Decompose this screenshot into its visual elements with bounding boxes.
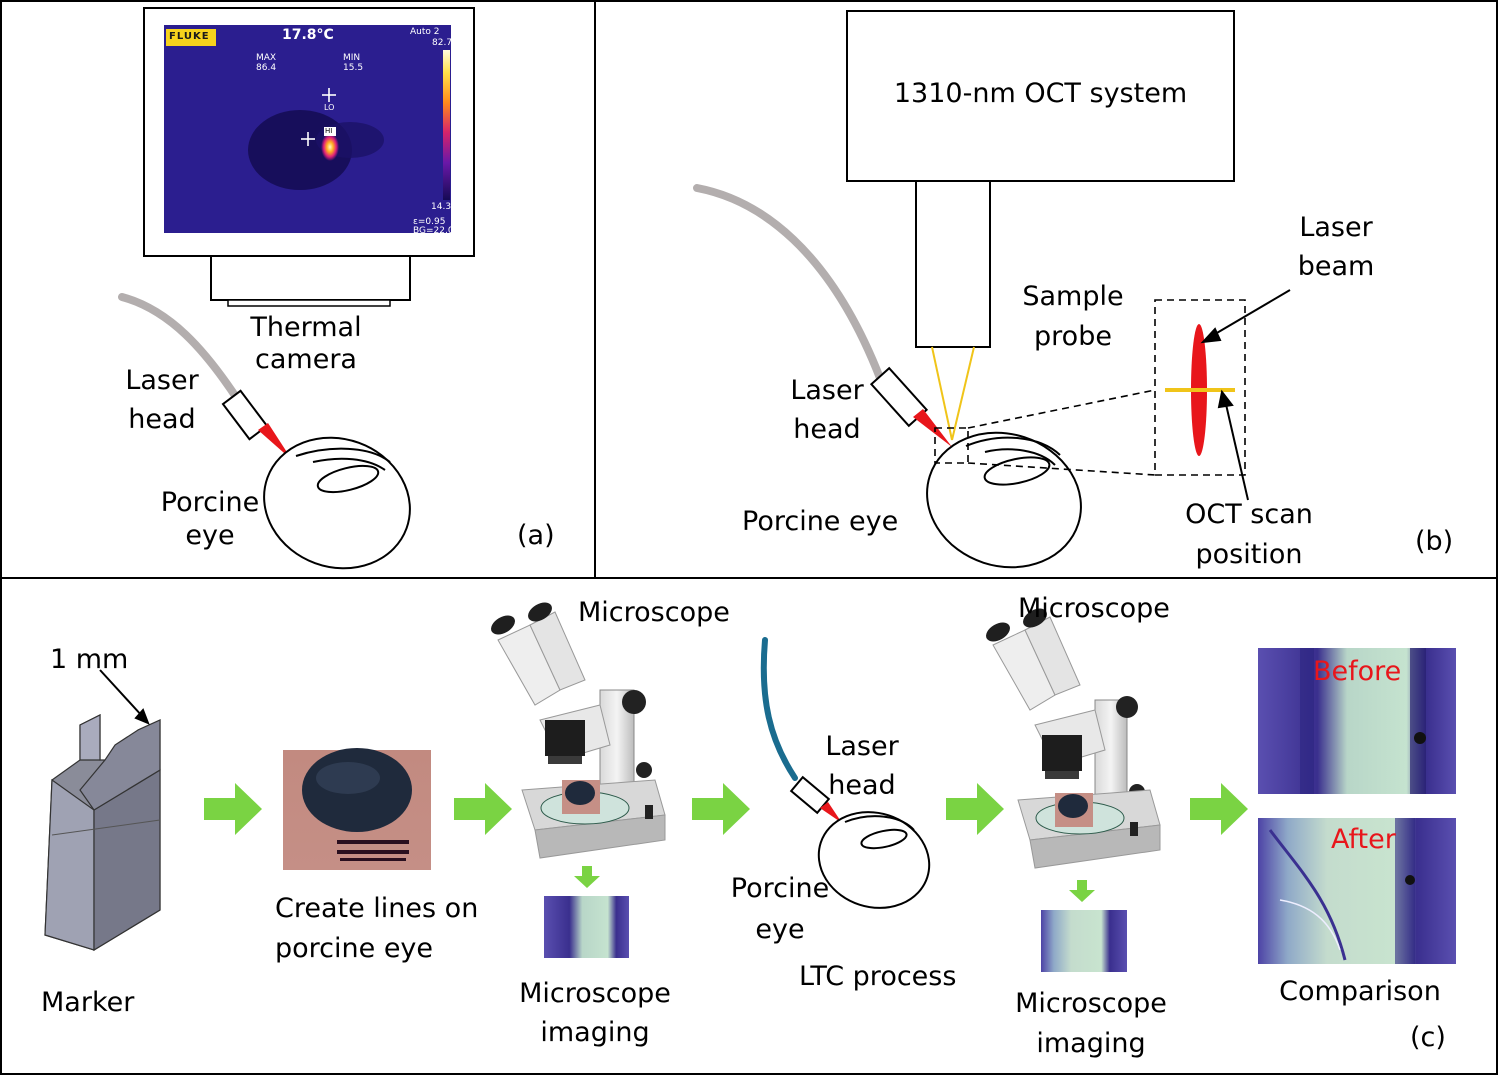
fluke-brand-text: FLUKE	[169, 31, 210, 42]
porcine-eye-b	[926, 431, 1082, 569]
microscope-1	[491, 602, 666, 859]
flow-arrows	[204, 783, 1248, 902]
zoom-indicator	[934, 299, 1246, 476]
flow-arrow-2	[454, 783, 512, 835]
max-value: 86.4	[256, 63, 277, 73]
background-temp-readout: BG=22.0	[413, 226, 454, 233]
fiber-cable-a	[118, 293, 242, 404]
oct-scan-label-2: position	[1195, 539, 1303, 570]
laser-beam-c	[820, 802, 842, 823]
ltc-process-label: LTC process	[799, 961, 957, 992]
microscope-1-label: Microscope	[578, 597, 730, 628]
thermal-image	[164, 25, 451, 233]
laser-head-b-label-1: Laser	[790, 375, 864, 406]
laser-head-a-label-1: Laser	[125, 365, 199, 396]
eye-photo	[283, 748, 431, 870]
create-lines-label-2: porcine eye	[275, 933, 434, 964]
scale-min-readout: 14.3	[431, 202, 452, 212]
panel-a-tag: (a)	[517, 520, 555, 551]
sample-probe-label-2: probe	[1034, 321, 1112, 352]
temperature-readout: 17.8°C	[282, 27, 334, 43]
emissivity-readout: ε=0.95	[413, 217, 446, 227]
microscope-imaging-1-label-1: Microscope	[519, 978, 671, 1009]
porcine-eye-c	[817, 811, 931, 909]
hotspot	[321, 133, 339, 161]
min-value: 15.5	[343, 63, 364, 73]
flow-arrow-1	[204, 783, 262, 835]
laser-head-c-label-2: head	[828, 770, 896, 801]
thermal-camera-label-2: camera	[255, 344, 357, 375]
laser-beam-label-1: Laser	[1299, 212, 1373, 243]
microscope-2-label: Microscope	[1018, 593, 1170, 624]
oct-scan-label-1: OCT scan	[1185, 499, 1313, 530]
laser-beam-a	[258, 423, 292, 460]
mode-readout: Auto 2	[410, 27, 440, 37]
oct-system	[846, 10, 1235, 182]
flow-arrow-5	[1190, 783, 1248, 835]
oct-beam	[931, 346, 975, 441]
comparison-before-image	[1258, 648, 1456, 794]
color-scale-bar	[443, 50, 450, 200]
microscope-image-1	[544, 896, 629, 958]
hi-marker-label: HI	[325, 127, 333, 135]
laser-head-c-label-1: Laser	[825, 731, 899, 762]
flow-arrow-3	[692, 783, 750, 835]
laser-beam-b	[913, 409, 952, 447]
comparison-after-image	[1258, 818, 1456, 964]
porcine-eye-b-label: Porcine eye	[742, 506, 899, 537]
fiber-cable-c	[760, 637, 798, 781]
microscope-2	[986, 608, 1161, 869]
microscope-imaging-2-label-2: imaging	[1036, 1028, 1146, 1059]
microscope-imaging-2-label-1: Microscope	[1015, 988, 1167, 1019]
sample-probe-label-1: Sample	[1022, 281, 1124, 312]
after-label: After	[1331, 824, 1396, 855]
porcine-eye-c-label-1: Porcine	[730, 873, 830, 904]
before-label: Before	[1313, 656, 1402, 687]
laser-head-b-label-2: head	[793, 414, 861, 445]
marker-tool	[44, 714, 161, 952]
fiber-cable-b	[693, 184, 884, 382]
scale-max-readout: 82.7	[432, 38, 453, 48]
laser-head-a	[221, 389, 269, 441]
max-label: MAX	[256, 53, 277, 63]
comparison-label: Comparison	[1279, 976, 1441, 1007]
marker-label: Marker	[41, 987, 135, 1018]
dimension-arrow	[99, 669, 150, 725]
callout-arrows-b	[1200, 289, 1291, 501]
panel-c-tag: (c)	[1410, 1022, 1446, 1053]
porcine-eye-c-label-2: eye	[755, 914, 805, 945]
panel-b-tag: (b)	[1415, 526, 1454, 557]
marker-dimension-label: 1 mm	[50, 644, 129, 675]
thermal-camera-label-1: Thermal	[250, 312, 362, 343]
porcine-eye-a-label-1: Porcine	[160, 487, 260, 518]
laser-head-a-label-2: head	[128, 404, 196, 435]
oct-system-label: 1310-nm OCT system	[893, 78, 1188, 109]
porcine-eye-a-label-2: eye	[185, 520, 235, 551]
flow-arrow-down-2	[1069, 880, 1095, 902]
fluke-logo-badge	[166, 29, 216, 46]
flow-arrow-4	[946, 783, 1004, 835]
lo-marker-label: LO	[324, 103, 335, 112]
create-lines-label-1: Create lines on	[275, 893, 479, 924]
porcine-eye-a	[263, 436, 411, 570]
sample-probe	[915, 180, 991, 348]
microscope-image-2	[1041, 910, 1127, 972]
hi-marker-box	[324, 127, 336, 136]
center-crosshair-icon	[301, 132, 315, 146]
lo-crosshair-icon	[322, 88, 336, 102]
flow-arrow-down-1	[574, 866, 600, 888]
microscope-imaging-1-label-2: imaging	[540, 1017, 650, 1048]
min-label: MIN	[343, 53, 361, 63]
laser-beam-label-2: beam	[1297, 251, 1375, 282]
